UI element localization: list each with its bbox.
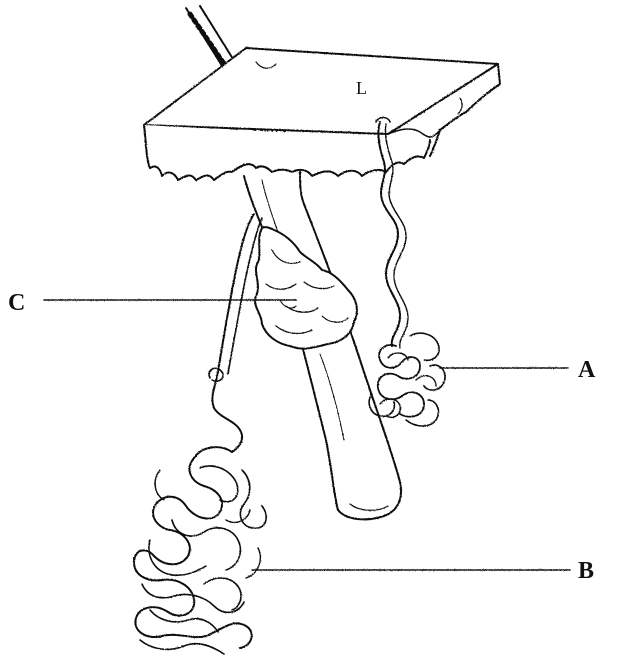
label-b: B [578, 558, 594, 584]
duct-b [209, 214, 262, 452]
label-skin: L [356, 78, 367, 98]
sweat-gland-b [134, 447, 266, 654]
skin-block [144, 48, 500, 180]
sweat-gland-a [369, 333, 445, 426]
label-c: C [8, 290, 25, 316]
label-a: A [578, 357, 596, 383]
